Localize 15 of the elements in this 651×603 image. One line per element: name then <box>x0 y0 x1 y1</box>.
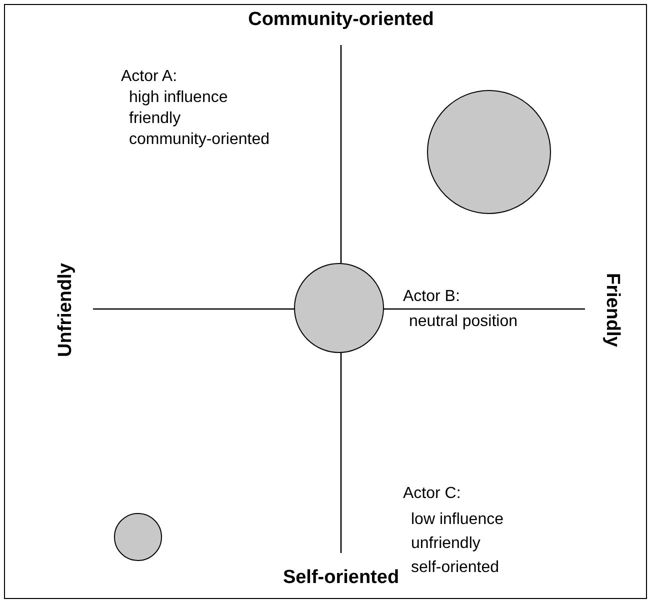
axis-label: Friendly <box>601 273 623 347</box>
influence-circle <box>114 513 162 561</box>
actor-description: neutral position <box>409 312 518 331</box>
actor-description: friendly <box>129 109 181 128</box>
actor-description: low influence <box>411 510 504 529</box>
axis-label: Unfriendly <box>55 263 77 357</box>
actor-description: Actor A: <box>121 67 178 86</box>
actor-description: community-oriented <box>129 130 270 149</box>
actor-description: Actor B: <box>403 287 460 306</box>
actor-description: Actor C: <box>403 484 461 503</box>
actor-description: unfriendly <box>411 534 480 553</box>
actor-description: high influence <box>129 88 228 107</box>
axis-label: Community-oriented <box>248 9 434 31</box>
actor-description: self-oriented <box>411 558 500 577</box>
axis-label: Self-oriented <box>282 567 400 589</box>
